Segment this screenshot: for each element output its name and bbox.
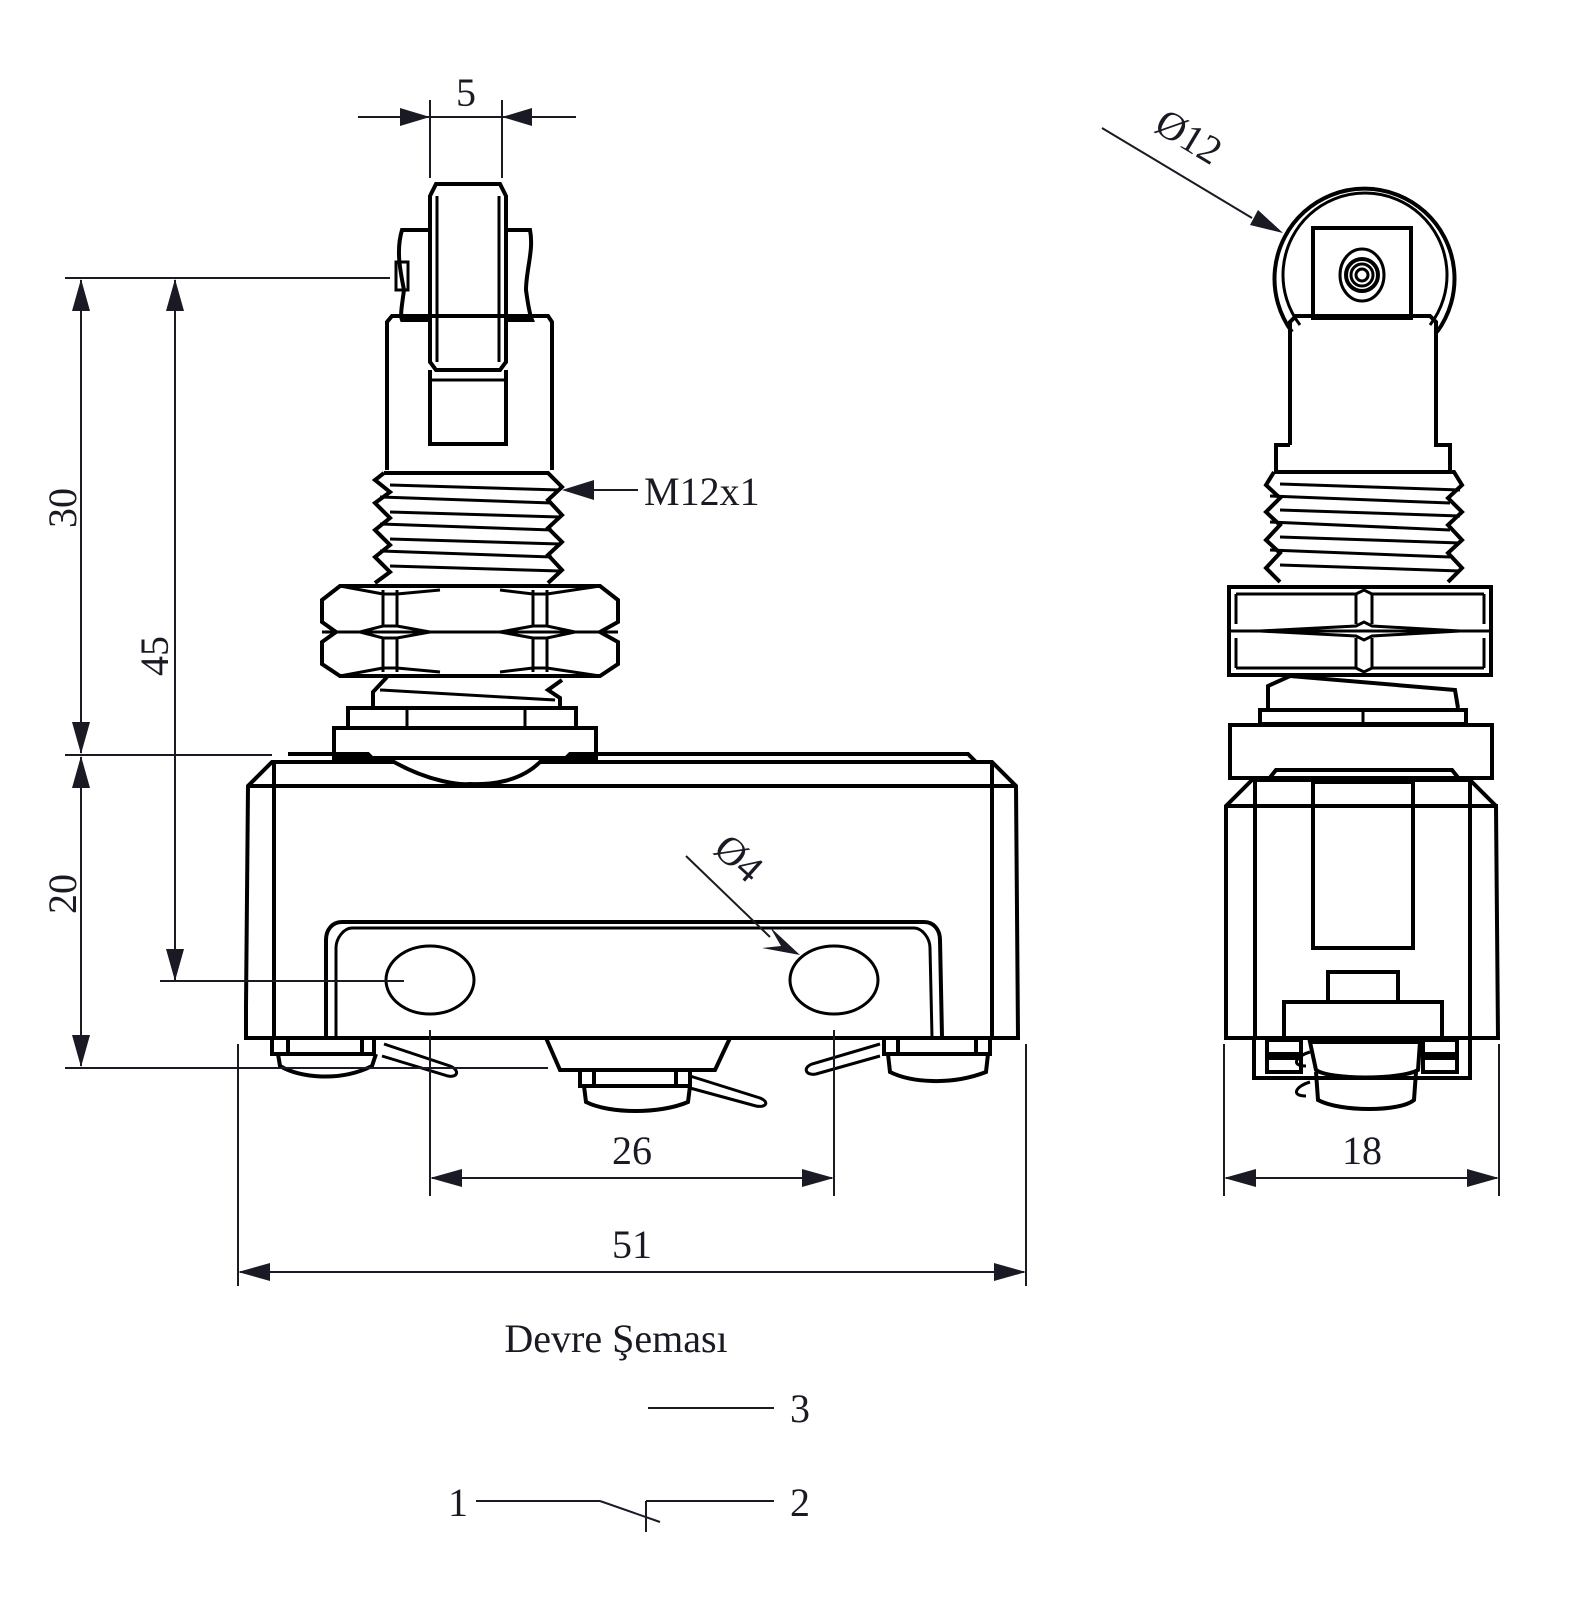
thread-side <box>1263 470 1465 584</box>
side-view: Ø12 18 <box>1101 99 1501 1196</box>
dim-body-depth: 18 <box>1342 1128 1382 1173</box>
dim-body-width: 51 <box>612 1222 652 1267</box>
dim-hole-diameter: Ø4 <box>706 825 772 891</box>
terminal-3-label: 3 <box>790 1386 810 1431</box>
switch-body-front <box>244 752 1021 1040</box>
dim-height-actuator: 30 <box>40 488 85 528</box>
circuit-title: Devre Şeması <box>504 1316 727 1361</box>
hex-nuts-side <box>1227 585 1493 677</box>
roller-side <box>1272 186 1457 334</box>
front-view: 5 M12x1 30 45 20 <box>40 70 1027 1286</box>
dim-height-total: 45 <box>132 636 177 676</box>
thread-front <box>371 471 565 585</box>
roller-front <box>394 182 535 372</box>
flange-front <box>332 706 598 760</box>
flange-side <box>1228 673 1494 780</box>
switch-body-side <box>1224 768 1501 1040</box>
terminals-side <box>1252 1038 1472 1111</box>
terminals-front <box>270 1037 992 1113</box>
circuit-diagram: Devre Şeması 3 1 2 <box>448 1316 810 1532</box>
switch-blade <box>599 1500 661 1523</box>
hex-nuts-front <box>320 584 620 678</box>
mounting-hole-right <box>788 944 880 1016</box>
dimensions-front: 5 M12x1 30 45 20 <box>40 70 1027 1286</box>
dimensions-side: Ø12 18 <box>1101 99 1500 1196</box>
plunger-housing <box>385 314 554 470</box>
dim-thread: M12x1 <box>644 469 760 514</box>
terminal-1-label: 1 <box>448 1480 468 1525</box>
terminal-2-label: 2 <box>790 1480 810 1525</box>
dim-height-body: 20 <box>40 874 85 914</box>
dim-roller-width: 5 <box>456 70 476 115</box>
plunger-housing-side <box>1274 314 1452 472</box>
dim-hole-spacing: 26 <box>612 1128 652 1173</box>
thread-lower-front <box>371 675 564 710</box>
